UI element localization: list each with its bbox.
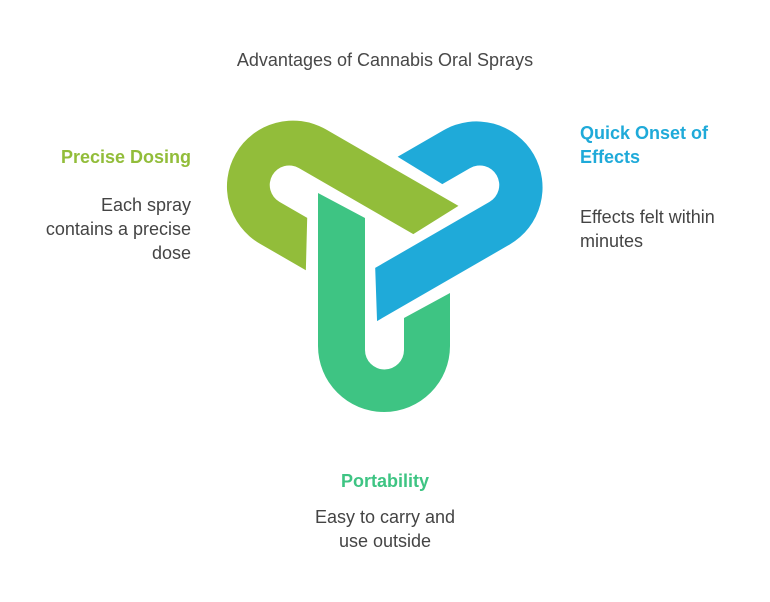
description-line: use outside (338, 531, 432, 551)
portability-description: Easy to carry and use outside (0, 505, 770, 553)
quick-onset-description: Effects felt within minutes (580, 205, 715, 253)
heading-line: Effects (580, 147, 641, 167)
description-line: minutes (580, 231, 644, 251)
precise-dosing-heading: Precise Dosing (60, 147, 191, 167)
diagram-title: Advantages of Cannabis Oral Sprays (236, 50, 534, 70)
description-line: Easy to carry and (314, 507, 456, 527)
portability-heading: Portability (340, 471, 429, 491)
description-line: contains a precise (45, 219, 191, 239)
description-line: dose (151, 243, 191, 263)
quick-onset-heading: Quick Onset of Effects (580, 121, 708, 169)
heading-line: Quick Onset of (580, 123, 709, 143)
description-line: Effects felt within (580, 207, 715, 227)
description-line: Each spray (100, 195, 191, 215)
precise-dosing-description: Each spray contains a precise dose (46, 193, 191, 265)
